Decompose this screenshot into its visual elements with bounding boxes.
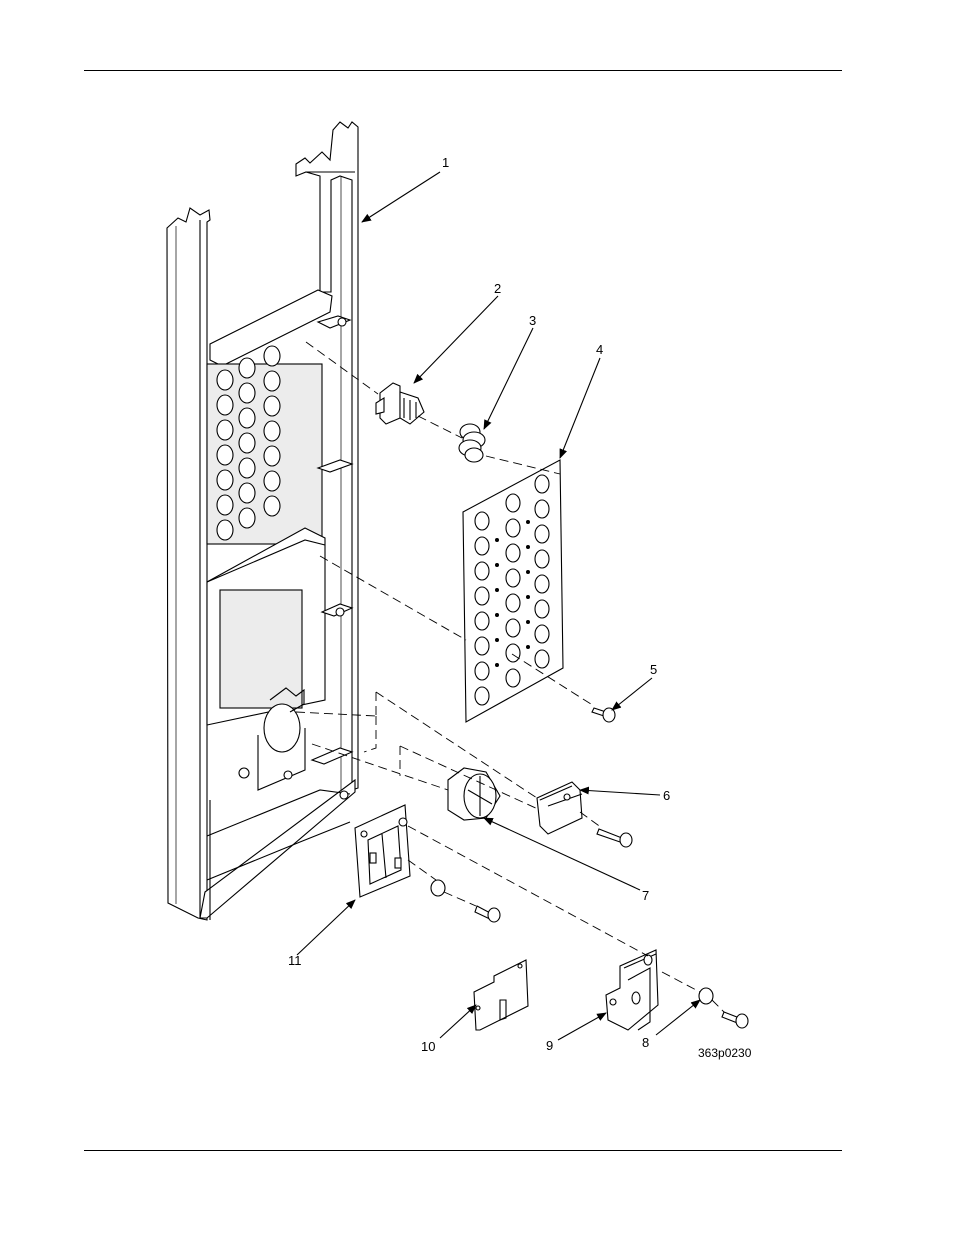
- part-10-flat-plate: [474, 960, 528, 1030]
- front-panel-assembly: [167, 122, 358, 920]
- callout-1: 1: [442, 155, 449, 170]
- callout-5: 5: [650, 662, 657, 677]
- part-11-lock-plate: [355, 805, 500, 922]
- callout-7: 7: [642, 888, 649, 903]
- callout-9: 9: [546, 1038, 553, 1053]
- part-6-bracket: [537, 782, 632, 847]
- callout-3: 3: [529, 313, 536, 328]
- part-9-lock-bracket: [606, 950, 658, 1030]
- part-7-coin-cup: [448, 768, 500, 820]
- part-8-spacer-screw: [699, 988, 748, 1028]
- callout-10: 10: [421, 1039, 435, 1054]
- callout-11: 11: [288, 953, 302, 968]
- part-2-connector: [376, 383, 424, 424]
- part-3-spring: [459, 424, 485, 462]
- part-4-keypad-plate: [463, 460, 563, 722]
- callout-2: 2: [494, 281, 501, 296]
- callout-6: 6: [663, 788, 670, 803]
- part-5-screw: [592, 708, 615, 722]
- figure-id: 363p0230: [698, 1046, 752, 1060]
- callout-4: 4: [596, 342, 603, 357]
- callout-8: 8: [642, 1035, 649, 1050]
